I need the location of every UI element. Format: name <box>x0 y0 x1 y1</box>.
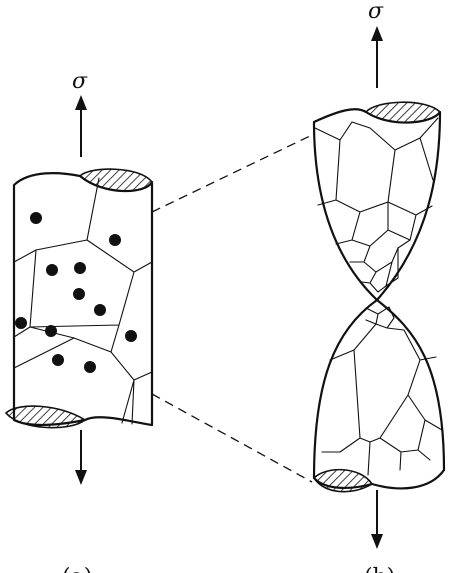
grain-boundaries-upper-b <box>314 117 439 293</box>
projection-line-top <box>151 134 313 213</box>
stress-arrow-top-b <box>371 26 383 88</box>
hatched-end-bottom-b <box>312 468 374 493</box>
caption-b: (b) <box>364 565 395 573</box>
hatched-end-top-a <box>78 168 153 192</box>
specimen-outline-a <box>12 172 154 427</box>
lower-cup-outline <box>312 298 446 490</box>
sigma-label-b: σ <box>368 0 384 24</box>
upper-cup-outline <box>312 108 442 302</box>
inclusions-a <box>15 212 137 373</box>
caption-a: (a) <box>62 565 92 573</box>
stress-arrow-bottom-a <box>75 430 87 485</box>
specimen-b: σ <box>312 0 446 549</box>
stress-arrow-top-a <box>75 95 87 157</box>
specimen-a: σ <box>4 69 154 485</box>
hatched-end-bottom-a <box>4 405 87 429</box>
projection-line-bottom <box>151 393 313 483</box>
stress-arrow-bottom-b <box>371 490 383 549</box>
grain-boundaries-lower-b <box>321 306 443 476</box>
sigma-label-a: σ <box>72 69 88 94</box>
